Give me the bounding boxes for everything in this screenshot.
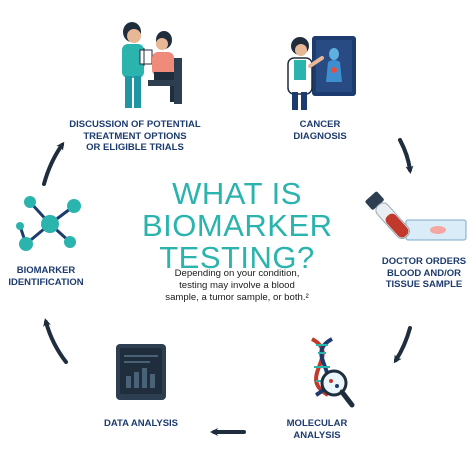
data-monitor-icon — [116, 344, 166, 400]
step-label-data-analysis: DATA ANALYSIS — [96, 418, 186, 430]
molecular-analysis-line-1: MOLECULAR — [286, 418, 348, 429]
description-line-1: Depending on your condition, — [174, 268, 300, 279]
title-line-2: BIOMARKER — [142, 208, 333, 243]
description-text: Depending on your condition, testing may… — [154, 268, 320, 304]
arrow-2 — [393, 326, 412, 364]
step-label-cancer-diagnosis: CANCER DIAGNOSIS — [290, 119, 350, 142]
discussion-line-1: DISCUSSION OF POTENTIAL — [69, 119, 201, 130]
doctor-orders-line-2: BLOOD AND/OR — [386, 267, 462, 279]
step-label-biomarker-identification: BIOMARKER IDENTIFICATION — [4, 265, 88, 288]
step-label-doctor-orders: DOCTOR ORDERS BLOOD AND/OR TISSUE SAMPLE — [376, 256, 472, 291]
discussion-line-2: TREATMENT OPTIONS — [83, 130, 187, 142]
discussion-line-3: OR ELIGIBLE TRIALS — [86, 142, 184, 153]
dna-magnifier-icon — [310, 337, 355, 408]
arrow-1 — [398, 138, 414, 174]
doctor-patient-icon — [122, 22, 182, 108]
step-label-molecular-analysis: MOLECULAR ANALYSIS — [282, 418, 352, 441]
description-line-3: sample, a tumor sample, or both.² — [165, 292, 309, 303]
arrow-5 — [42, 141, 65, 186]
molecule-network-icon — [16, 196, 81, 251]
cancer-diagnosis-line-1: CANCER — [299, 119, 341, 130]
step-label-discussion: DISCUSSION OF POTENTIAL TREATMENT OPTION… — [50, 119, 220, 154]
cancer-diagnosis-line-2: DIAGNOSIS — [293, 130, 347, 142]
title-line-3: TESTING? — [159, 240, 315, 275]
doctor-orders-line-1: DOCTOR ORDERS — [381, 256, 467, 267]
blood-tube-slide-icon — [365, 191, 467, 241]
biomarker-identification-line-2: IDENTIFICATION — [8, 276, 84, 288]
doctor-orders-line-3: TISSUE SAMPLE — [385, 279, 463, 290]
page-title: WHAT IS BIOMARKER TESTING? — [142, 178, 332, 274]
title-line-1: WHAT IS — [172, 176, 302, 211]
doctor-xray-icon — [287, 36, 356, 110]
biomarker-identification-line-1: BIOMARKER — [16, 265, 76, 276]
description-line-2: testing may involve a blood — [179, 280, 295, 291]
arrow-4 — [43, 318, 68, 364]
molecular-analysis-line-2: ANALYSIS — [293, 429, 341, 441]
data-analysis-line-1: DATA ANALYSIS — [103, 418, 179, 429]
